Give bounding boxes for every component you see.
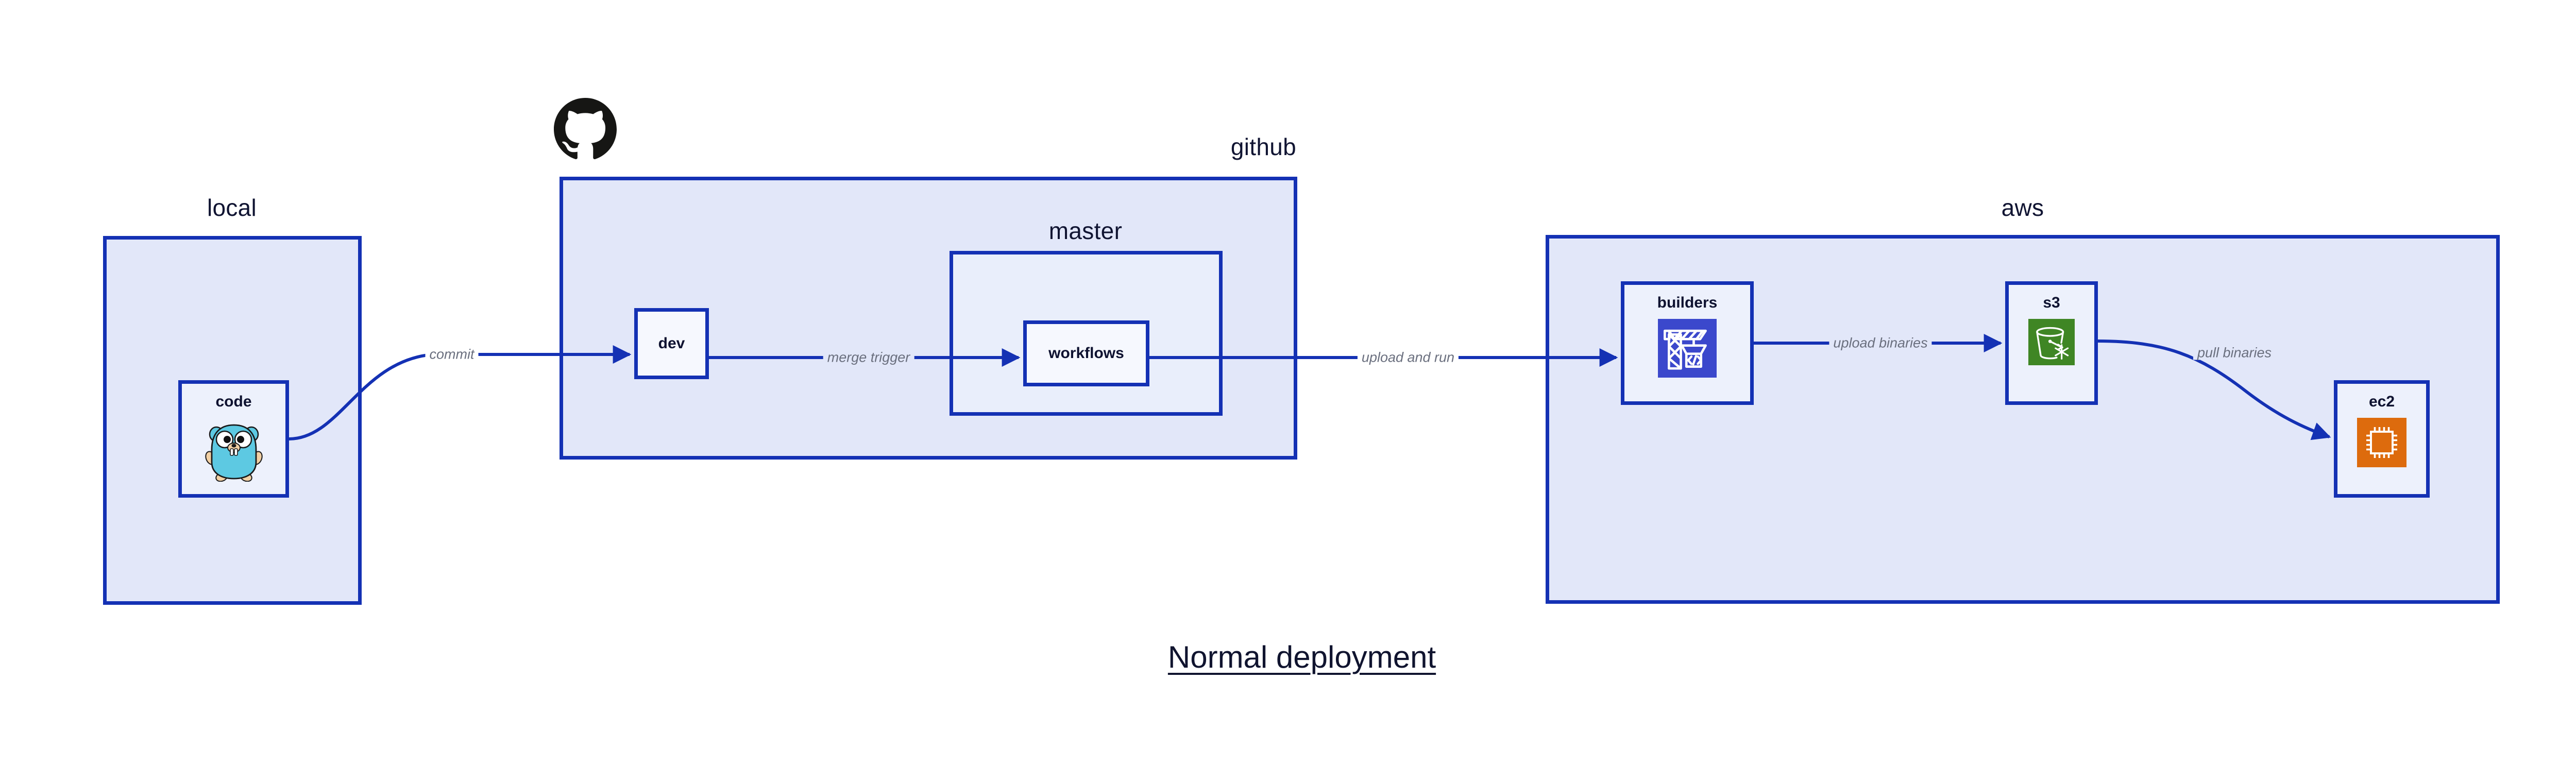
node-label-s3: s3 [2043, 294, 2060, 311]
node-workflows[interactable]: workflows [1023, 320, 1149, 386]
node-builders[interactable]: builders [1621, 281, 1754, 405]
edge-label-upload-and-run: upload and run [1357, 350, 1459, 365]
github-octocat-logo [554, 98, 617, 163]
node-label-builders: builders [1657, 294, 1718, 311]
edge-label-commit: commit [425, 347, 479, 362]
node-ec2[interactable]: ec2 [2334, 380, 2430, 498]
node-code[interactable]: code [178, 380, 289, 498]
node-dev[interactable]: dev [634, 308, 709, 379]
aws-ec2-icon [2357, 418, 2406, 467]
edge-label-pull-binaries: pull binaries [2193, 346, 2276, 360]
edge-label-upload-binaries: upload binaries [1829, 336, 1932, 350]
group-label-master: master [1048, 217, 1123, 244]
node-label-dev: dev [658, 335, 685, 352]
go-gopher-icon [204, 418, 264, 482]
aws-s3-icon [2028, 319, 2075, 365]
node-label-ec2: ec2 [2368, 393, 2395, 410]
node-label-workflows: workflows [1048, 345, 1124, 362]
node-s3[interactable]: s3 [2005, 281, 2098, 405]
group-label-aws: aws [2001, 194, 2044, 221]
edge-label-merge-trigger: merge trigger [823, 350, 914, 365]
group-label-github: github [1230, 133, 1296, 160]
diagram-title: Normal deployment [1167, 640, 1436, 674]
node-label-code: code [215, 393, 252, 410]
group-label-local: local [207, 194, 257, 221]
aws-codebuild-icon [1658, 319, 1717, 378]
